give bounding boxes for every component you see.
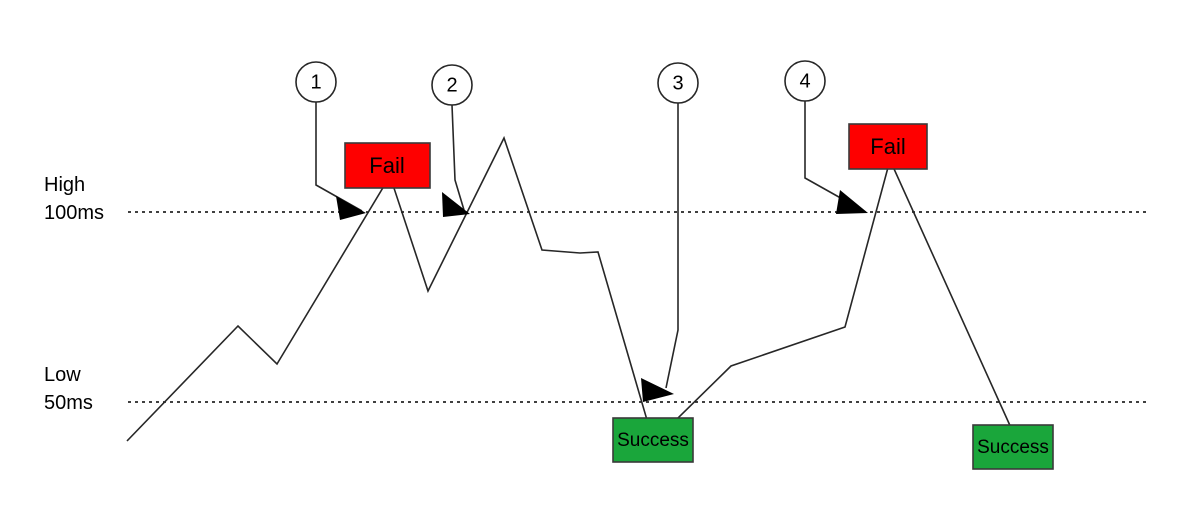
marker-2[interactable]: 2 [431,64,473,106]
status-nodes-group: Fail Success Fail Success [344,123,1054,470]
success-1-box[interactable] [612,417,694,463]
marker-1-arrowhead [336,196,366,220]
high-threshold-title: High [44,174,85,196]
marker-2-arrowhead [442,192,470,217]
marker-3-leader [665,103,679,389]
marker-leaders-group [315,101,868,402]
marker-circles-group: 1 2 3 4 [295,60,826,106]
marker-2-circle[interactable] [431,64,473,106]
marker-1[interactable]: 1 [295,61,337,103]
threshold-labels-group: High 100ms Low 50ms [44,174,104,414]
marker-1-circle[interactable] [295,61,337,103]
success-2-box[interactable] [972,424,1054,470]
marker-3-circle[interactable] [657,62,699,104]
fail-1-label: Fail [369,153,404,178]
latency-trace-line [126,135,1013,442]
threshold-lines-group [128,211,1148,403]
success-2-label: Success [977,437,1049,458]
marker-3-arrowhead [641,378,674,402]
status-node-success-1[interactable]: Success [612,417,694,463]
fail-1-box[interactable] [344,142,431,189]
marker-1-label: 1 [310,71,321,93]
marker-3-label: 3 [672,72,683,94]
marker-4-label: 4 [799,70,810,92]
status-node-fail-2[interactable]: Fail [848,123,928,170]
marker-2-label: 2 [446,74,457,96]
success-1-label: Success [617,430,689,451]
marker-4[interactable]: 4 [784,60,826,102]
low-threshold-title: Low [44,364,81,386]
high-threshold-value: 100ms [44,202,104,224]
fail-2-box[interactable] [848,123,928,170]
marker-3[interactable]: 3 [657,62,699,104]
fail-2-label: Fail [870,134,905,159]
marker-4-circle[interactable] [784,60,826,102]
status-node-fail-1[interactable]: Fail [344,142,431,189]
status-node-success-2[interactable]: Success [972,424,1054,470]
marker-2-leader [451,104,465,211]
marker-4-arrowhead [836,190,868,214]
low-threshold-value: 50ms [44,392,93,414]
